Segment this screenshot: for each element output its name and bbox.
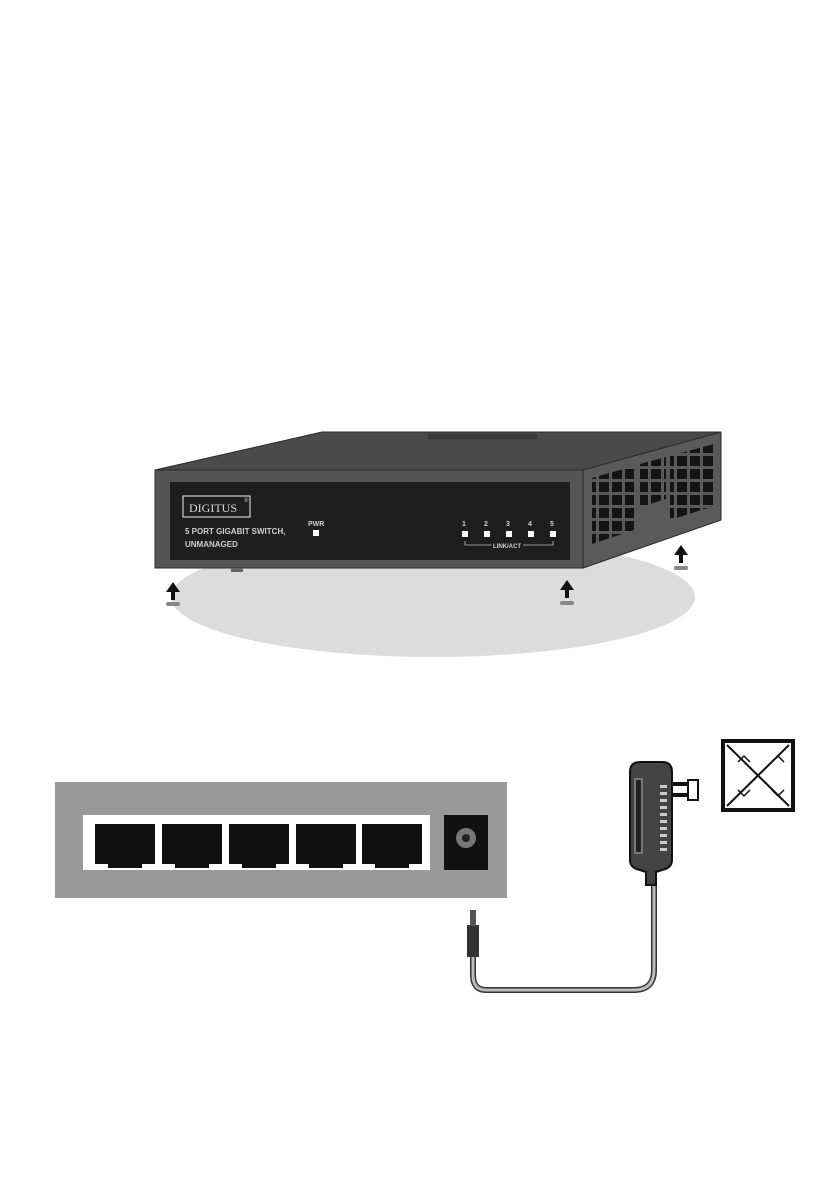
port-led-number: 1 bbox=[462, 521, 466, 528]
port-led bbox=[506, 531, 512, 537]
rj45-port-icon bbox=[362, 824, 422, 868]
port-led bbox=[484, 531, 490, 537]
rj45-port-icon bbox=[162, 824, 222, 868]
port-led bbox=[462, 531, 468, 537]
up-arrow-icon bbox=[674, 545, 688, 570]
rj45-port-icon bbox=[296, 824, 356, 868]
port-led-number: 4 bbox=[528, 521, 532, 528]
rear-panel-illustration bbox=[55, 782, 507, 898]
port-led-number: 3 bbox=[506, 521, 510, 528]
link-act-label: LINK/ACT bbox=[493, 544, 521, 550]
rubber-foot bbox=[231, 568, 243, 572]
rj45-port-icon bbox=[229, 824, 289, 868]
power-led-label: PWR bbox=[308, 521, 324, 528]
brand-logo: DIGITUS bbox=[189, 501, 237, 515]
port-led-number: 5 bbox=[550, 521, 554, 528]
no-outdoor-use-icon bbox=[723, 741, 793, 810]
port-led bbox=[550, 531, 556, 537]
port-led bbox=[528, 531, 534, 537]
brand-registered-mark: ® bbox=[244, 497, 249, 504]
rj45-port-icon bbox=[95, 824, 155, 868]
model-name-line1: 5 PORT GIGABIT SWITCH, bbox=[185, 527, 285, 536]
dc-jack-icon bbox=[444, 815, 488, 870]
switch-illustration: DIGITUS ® 5 PORT GIGABIT SWITCH, UNMANAG… bbox=[155, 432, 721, 657]
port-led-number: 2 bbox=[484, 521, 488, 528]
power-led bbox=[313, 530, 319, 536]
model-name-line2: UNMANAGED bbox=[185, 540, 238, 549]
